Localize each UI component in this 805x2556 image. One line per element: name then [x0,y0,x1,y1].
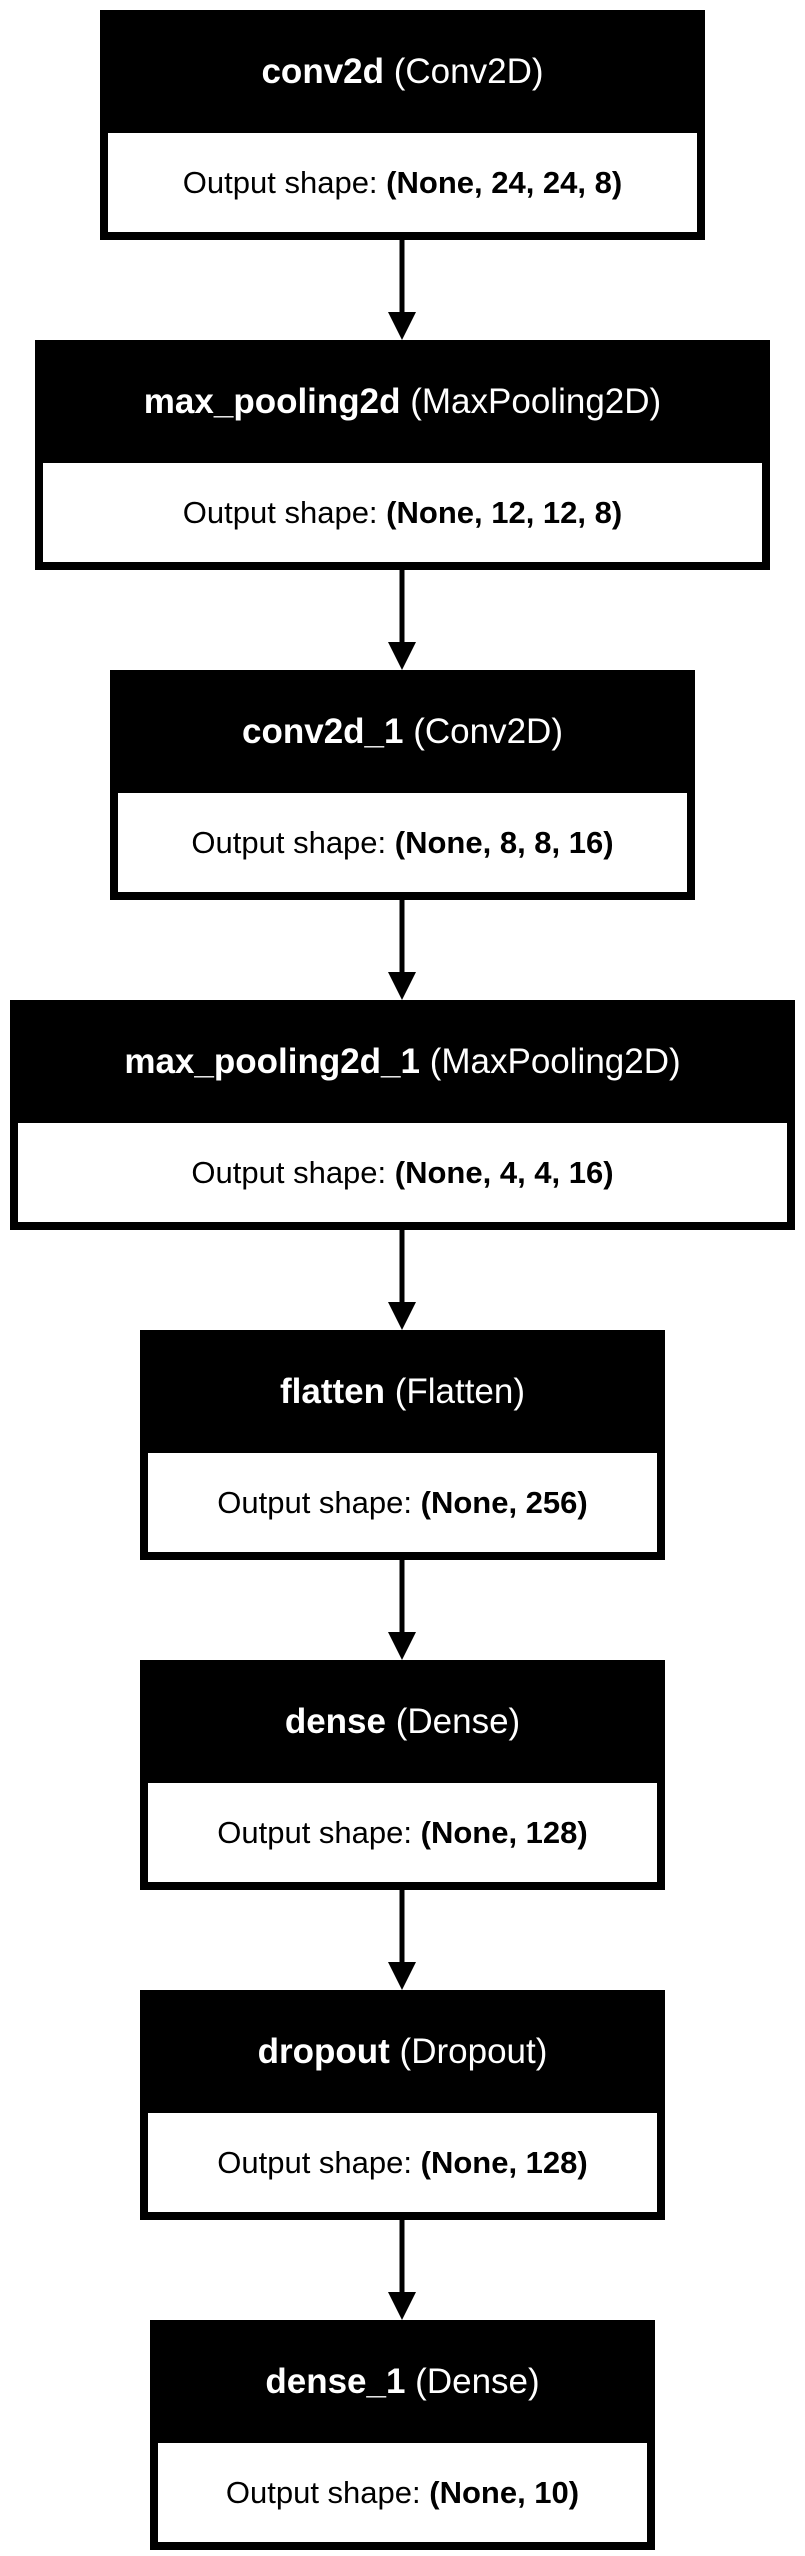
layer-type: (Conv2D) [413,712,563,751]
output-shape-value: (None, 12, 12, 8) [386,495,623,530]
layer-node-max-pooling2d: max_pooling2d (MaxPooling2D) Output shap… [35,340,770,570]
output-shape-value: (None, 4, 4, 16) [394,1155,614,1190]
layer-type: (MaxPooling2D) [429,1042,681,1081]
layer-type: (Dense) [395,1702,521,1741]
layer-output: Output shape: (None, 256) [148,1453,657,1552]
layer-name: max_pooling2d [143,382,401,421]
layer-node-max-pooling2d-1: max_pooling2d_1 (MaxPooling2D) Output sh… [10,1000,795,1230]
arrow-max-pooling2d-1-to-flatten [388,1230,416,1330]
output-shape-value: (None, 24, 24, 8) [386,165,623,200]
layer-output: Output shape: (None, 12, 12, 8) [43,463,762,562]
layer-name: dense [284,1702,386,1741]
layer-name: dropout [257,2032,390,2071]
layer-node-dense: dense (Dense) Output shape: (None, 128) [140,1660,665,1890]
layer-type: (Dense) [415,2362,540,2401]
arrow-dense-to-dropout [388,1890,416,1990]
layer-header: conv2d_1 (Conv2D) [118,678,687,793]
output-shape-value: (None, 8, 8, 16) [394,825,614,860]
output-shape-label: Output shape: [182,165,378,200]
layer-output: Output shape: (None, 24, 24, 8) [108,133,697,232]
layer-name: flatten [279,1372,385,1411]
layer-header: flatten (Flatten) [148,1338,657,1453]
output-shape-label: Output shape: [217,1485,412,1520]
output-shape-value: (None, 10) [429,2475,580,2510]
layer-header: max_pooling2d_1 (MaxPooling2D) [18,1008,787,1123]
layer-output: Output shape: (None, 128) [148,1783,657,1882]
layer-node-conv2d-1: conv2d_1 (Conv2D) Output shape: (None, 8… [110,670,695,900]
layer-node-dropout: dropout (Dropout) Output shape: (None, 1… [140,1990,665,2220]
layer-output: Output shape: (None, 128) [148,2113,657,2212]
arrow-conv2d-1-to-max-pooling2d-1 [388,900,416,1000]
layer-header: dense (Dense) [148,1668,657,1783]
layer-name: conv2d_1 [242,712,404,751]
arrow-max-pooling2d-to-conv2d-1 [388,570,416,670]
output-shape-label: Output shape: [225,2475,421,2510]
layer-header: dense_1 (Dense) [158,2328,647,2443]
layer-name: dense_1 [265,2362,406,2401]
layer-header: max_pooling2d (MaxPooling2D) [43,348,762,463]
output-shape-value: (None, 128) [420,2145,588,2180]
output-shape-label: Output shape: [217,2145,412,2180]
output-shape-value: (None, 128) [420,1815,588,1850]
output-shape-label: Output shape: [191,1155,387,1190]
layer-type: (Conv2D) [393,52,544,91]
layer-node-flatten: flatten (Flatten) Output shape: (None, 2… [140,1330,665,1560]
output-shape-label: Output shape: [191,825,387,860]
output-shape-value: (None, 256) [420,1485,588,1520]
layer-output: Output shape: (None, 10) [158,2443,647,2542]
layer-name: conv2d [261,52,385,91]
arrow-flatten-to-dense [388,1560,416,1660]
layer-type: (MaxPooling2D) [410,382,662,421]
arrow-conv2d-to-max-pooling2d [388,240,416,340]
layer-type: (Dropout) [399,2032,548,2071]
arrow-dropout-to-dense-1 [388,2220,416,2320]
output-shape-label: Output shape: [182,495,378,530]
layer-header: dropout (Dropout) [148,1998,657,2113]
layer-type: (Flatten) [394,1372,526,1411]
layer-node-dense-1: dense_1 (Dense) Output shape: (None, 10) [150,2320,655,2550]
layer-header: conv2d (Conv2D) [108,18,697,133]
layer-name: max_pooling2d_1 [124,1042,420,1081]
output-shape-label: Output shape: [217,1815,412,1850]
layer-output: Output shape: (None, 8, 8, 16) [118,793,687,892]
layer-node-conv2d: conv2d (Conv2D) Output shape: (None, 24,… [100,10,705,240]
layer-output: Output shape: (None, 4, 4, 16) [18,1123,787,1222]
